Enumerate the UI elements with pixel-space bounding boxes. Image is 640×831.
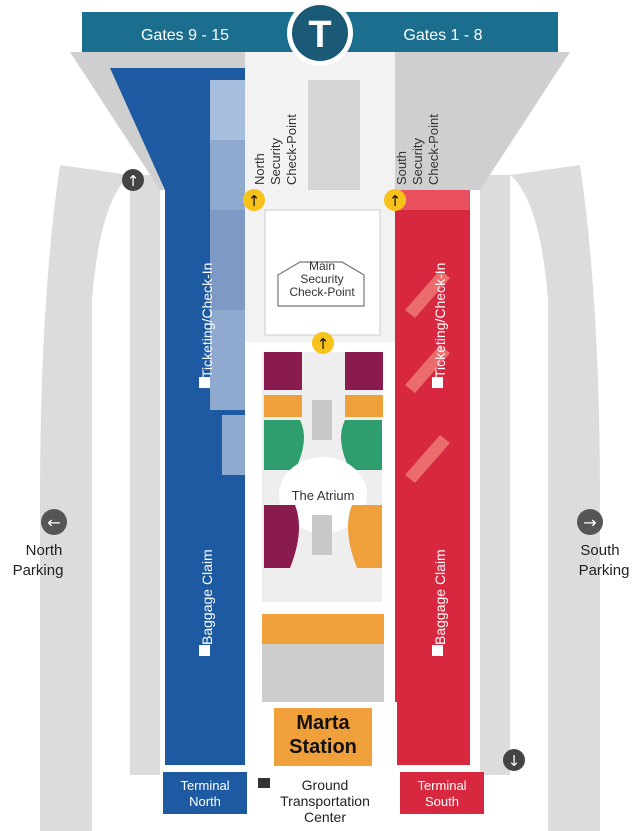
north-checkpoint-line3: Check-Point	[284, 114, 299, 185]
atrium-area: The Atrium	[262, 352, 383, 602]
marta-logo: T	[308, 14, 331, 56]
terminal-north-line1: Terminal	[180, 778, 229, 793]
terminal-south-line2: South	[425, 794, 459, 809]
ground-transport-line1: Ground	[302, 777, 349, 793]
security-checkpoints: North Security Check-Point South Securit…	[252, 80, 441, 336]
south-parking-line2: Parking	[579, 562, 630, 579]
south-checkpoint-arrow-icon: ↑	[389, 192, 402, 210]
bus-icon	[258, 778, 270, 788]
svg-text:North Security Che: North Security Check-Point	[252, 114, 299, 185]
south-ticketing-label: Ticketing/Check-In	[432, 263, 448, 378]
gates-header: Gates 9 - 15 Gates 1 - 8 T	[82, 0, 558, 66]
marta-line1: Marta	[296, 712, 350, 734]
north-checkpoint-line1: North	[252, 153, 267, 185]
south-checkpoint-line1: South	[394, 151, 409, 185]
main-checkpoint-line2: Security	[300, 272, 343, 286]
ground-transport-line2: Transportation	[280, 793, 370, 809]
north-parking-line1: North	[26, 542, 63, 559]
up-arrow-icon: ↑	[127, 172, 140, 190]
north-parking-line2: Parking	[13, 562, 64, 579]
left-arrow-icon: ←	[47, 513, 60, 532]
marta-line2: Station	[289, 736, 357, 758]
atrium-label: The Atrium	[292, 488, 355, 503]
roadways	[40, 165, 600, 831]
terminal-south-building: Ticketing/Check-In Baggage Claim	[395, 190, 470, 765]
north-baggage-icon	[199, 645, 210, 656]
north-checkpoint-arrow-icon: ↑	[248, 192, 261, 210]
terminal-north-building: Ticketing/Check-In Baggage Claim	[110, 68, 245, 765]
north-checkpoint-line2: Security	[268, 138, 283, 185]
down-arrow-icon: ↓	[508, 752, 521, 770]
ground-transport-line3: Center	[304, 809, 346, 825]
south-elevator-icon	[432, 377, 443, 388]
south-checkpoint-line2: Security	[410, 138, 425, 185]
terminal-south-line1: Terminal	[417, 778, 466, 793]
gates-right-label: Gates 1 - 8	[403, 27, 482, 44]
north-elevator-icon	[199, 377, 210, 388]
right-arrow-icon: →	[583, 513, 596, 532]
svg-text:South Security Che: South Security Check-Point	[394, 114, 441, 185]
south-baggage-icon	[432, 645, 443, 656]
south-checkpoint-line3: Check-Point	[426, 114, 441, 185]
main-checkpoint-arrow-icon: ↑	[317, 335, 330, 353]
terminal-north-line2: North	[189, 794, 221, 809]
bottom-labels: Terminal North Terminal South Ground Tra…	[163, 772, 484, 825]
parking-labels: North Parking South Parking	[13, 542, 630, 579]
main-checkpoint-line3: Check-Point	[289, 285, 355, 299]
marta-station-area: Marta Station	[245, 614, 397, 772]
north-ticketing-label: Ticketing/Check-In	[199, 263, 215, 378]
south-parking-line1: South	[580, 542, 619, 559]
main-checkpoint-line1: Main	[309, 259, 335, 273]
north-baggage-label: Baggage Claim	[199, 549, 215, 645]
gates-left-label: Gates 9 - 15	[141, 27, 229, 44]
south-baggage-label: Baggage Claim	[432, 549, 448, 645]
direction-arrows: ↑ ↑ ↑ ↑ ↓ ← →	[41, 169, 603, 771]
